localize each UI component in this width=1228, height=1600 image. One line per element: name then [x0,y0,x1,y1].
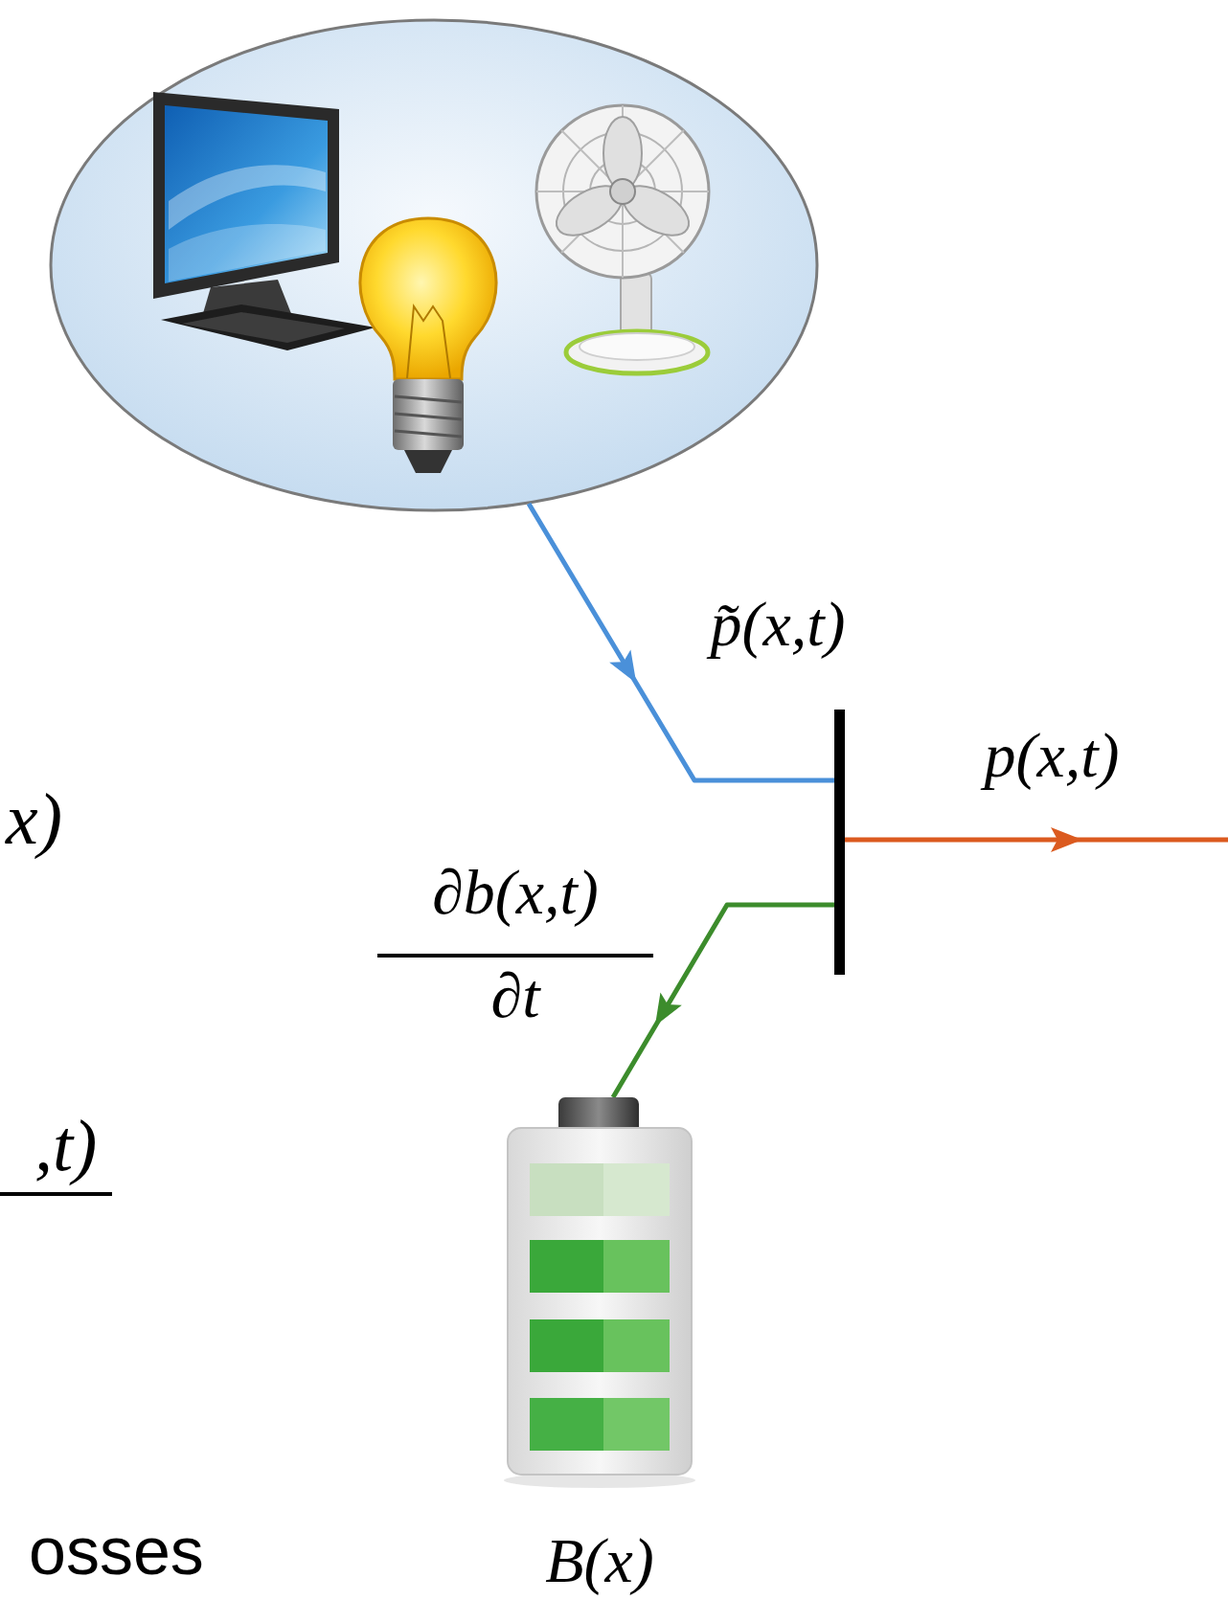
charge-bar [529,1319,670,1373]
illustration-part [394,431,462,437]
battery-node: B(x) [498,1091,702,1600]
power-wires [528,503,1228,1098]
illustration-part [164,105,328,284]
bus-bar [834,709,845,976]
illustration-part [394,396,462,403]
math-label: p̃(x,t) [709,592,845,657]
illustration-part [160,304,376,351]
illustration-part [407,306,451,379]
illustration-part [566,331,708,374]
illustration-part [0,1192,113,1197]
illustration-part [1050,827,1083,853]
charge-bar-shine [603,1240,670,1294]
illustration-part [392,379,464,451]
appliance-group [50,20,818,511]
math-label: osses [28,1518,205,1586]
charge-bar-shine [603,1319,670,1373]
math-label: x) [5,782,63,856]
illustration-part [404,450,453,474]
fan-icon [536,105,709,374]
illustration-part [377,954,654,958]
illustration-part [50,20,818,511]
charge-bar [529,1163,670,1217]
charge-bar [529,1398,670,1452]
charge-bar-shine [603,1398,670,1452]
battery-label: B(x) [545,1529,655,1593]
illustration-part [579,333,695,361]
illustration-part [168,224,326,282]
illustration-part [394,413,462,420]
illustration-part [536,105,709,278]
illustration-part [613,905,838,1098]
illustration-part [609,649,647,690]
battery-shape [498,1091,702,1600]
illustration-part [394,396,462,437]
illustration-part [153,91,340,299]
illustration-part [644,992,683,1033]
battery-body [507,1128,692,1476]
illustration-part [168,164,326,230]
bulb-icon [360,218,497,474]
illustration-part [181,312,345,343]
math-label: ∂b(x,t) [432,861,599,925]
illustration-part [536,105,709,278]
charge-bar [529,1240,670,1294]
monitor-icon [153,91,376,351]
math-label: p(x,t) [983,724,1119,788]
illustration-part [360,218,497,380]
charge-bar-shine [603,1163,670,1217]
math-label: ∂t [491,964,541,1028]
illustration-part [844,838,1228,843]
math-label: ,t) [34,1109,97,1183]
battery-icon [503,1097,696,1489]
illustration-part [610,179,636,205]
